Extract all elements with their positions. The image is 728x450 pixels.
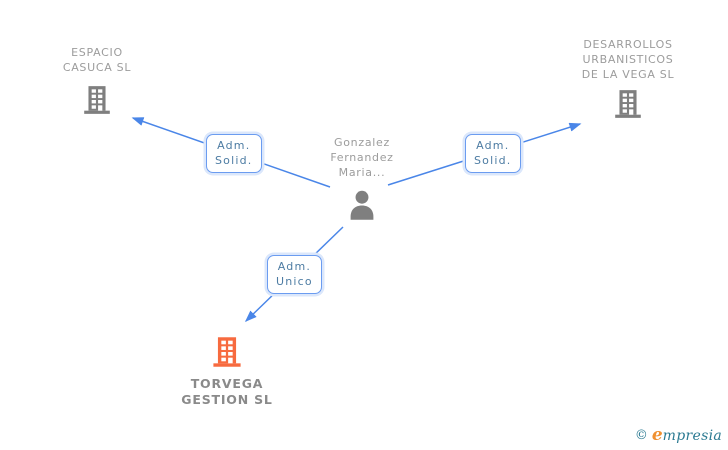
empresia-logo: ©empresia xyxy=(635,425,722,445)
building-icon xyxy=(612,88,644,124)
person-name: Gonzalez Fernandez Maria... xyxy=(330,136,394,179)
node-company-espacio[interactable]: ESPACIO CASUCA SL xyxy=(17,45,177,120)
building-icon xyxy=(81,84,113,120)
edge-label-adm-unico: Adm. Unico xyxy=(267,255,322,294)
company-name: TORVEGA GESTION SL xyxy=(181,376,273,407)
brand-text: mpresia xyxy=(662,428,722,444)
node-company-desarrollos[interactable]: DESARROLLOS URBANISTICOS DE LA VEGA SL xyxy=(548,37,708,124)
person-icon xyxy=(344,188,380,230)
building-icon-orange xyxy=(210,335,244,373)
node-company-torvega[interactable]: TORVEGA GESTION SL xyxy=(147,335,307,408)
brand-initial: e xyxy=(651,425,663,445)
edge-label-adm-solid-right: Adm. Solid. xyxy=(465,134,521,173)
company-name: ESPACIO CASUCA SL xyxy=(62,46,132,74)
copyright-icon: © xyxy=(634,428,648,443)
edge-label-adm-solid-left: Adm. Solid. xyxy=(206,134,262,173)
node-person-gonzalez[interactable]: Gonzalez Fernandez Maria... xyxy=(302,135,422,230)
company-name: DESARROLLOS URBANISTICOS DE LA VEGA SL xyxy=(581,38,675,81)
